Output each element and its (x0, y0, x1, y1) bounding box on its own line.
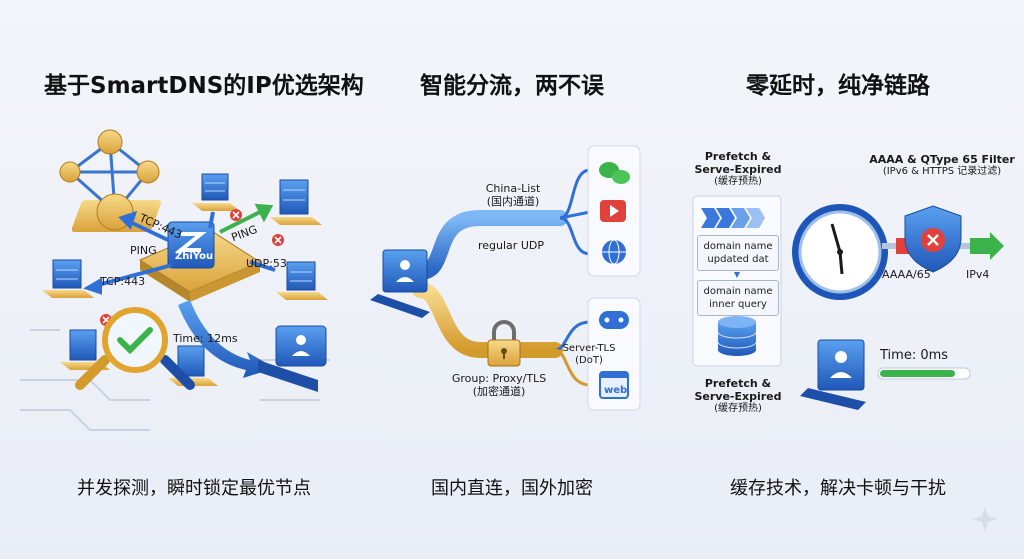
fail-icon (230, 209, 242, 221)
lock-icon (487, 320, 521, 367)
time-label: Time: 12ms (173, 332, 238, 345)
china-list-label: China-List(国内通道) (485, 182, 541, 209)
prefetch-chevrons (701, 208, 765, 228)
shield-icon (904, 205, 962, 273)
aaaa65-label: AAAA/65 (882, 268, 931, 281)
gamepad-icon (599, 311, 629, 329)
hub-label: ZhiYou (175, 251, 214, 262)
monitor-icon (258, 325, 327, 392)
tcp443-label: TCP:443 (100, 275, 146, 288)
panel2-diagram (370, 145, 641, 411)
server-icon (270, 179, 322, 225)
ipv4-label: IPv4 (966, 268, 990, 281)
udp53-label: UDP:53 (246, 257, 287, 270)
fail-icon (272, 234, 284, 246)
wechat-icon (599, 162, 630, 184)
panel3-caption: 缓存技术，解决卡顿与干扰 (730, 478, 946, 499)
prefetch-bottom-label: Prefetch &Serve-Expired (缓存预热) (694, 377, 782, 415)
web-icon (599, 371, 629, 399)
panel1-title: 基于SmartDNS的IP优选架构 (44, 73, 364, 99)
panel3-title: 零延时，纯净链路 (746, 73, 930, 99)
group-label: Group: Proxy/TLS(加密通道) (451, 372, 547, 399)
filter-label: AAAA & QType 65 Filter (IPv6 & HTTPS 记录过… (869, 153, 1015, 178)
sparkle-icon (972, 506, 998, 532)
magnifier-check-icon (75, 307, 195, 390)
latency-bar-fill (880, 370, 955, 377)
web-label: web (604, 385, 628, 396)
china-pipe (412, 210, 568, 280)
server-icon (42, 259, 94, 298)
proxy-pipe (412, 282, 563, 358)
globe-icon (602, 239, 626, 265)
server-icon (192, 173, 240, 211)
network-graph-icon (59, 129, 162, 232)
client-monitor-icon (370, 249, 430, 318)
database-icon (717, 316, 757, 356)
panel2-caption: 国内直连，国外加密 (431, 478, 593, 499)
server-icon (276, 261, 328, 300)
video-icon (600, 200, 626, 222)
pass-arrow (970, 232, 1004, 260)
panel1-caption: 并发探测，瞬时锁定最优节点 (77, 478, 311, 499)
route-arrow (178, 300, 275, 378)
prefetch-top-label: Prefetch &Serve-Expired (缓存预热) (694, 150, 782, 188)
server-tls-label: Server-TLS(DoT) (562, 343, 616, 366)
regular-udp-label: regular UDP (478, 239, 544, 252)
time-zero-label: Time: 0ms (880, 348, 949, 363)
client-monitor-icon (800, 339, 866, 410)
ping-label: PING (130, 244, 157, 257)
clock-icon (792, 204, 888, 300)
panel2-title: 智能分流，两不误 (420, 73, 604, 99)
panel1-diagram (20, 129, 330, 431)
